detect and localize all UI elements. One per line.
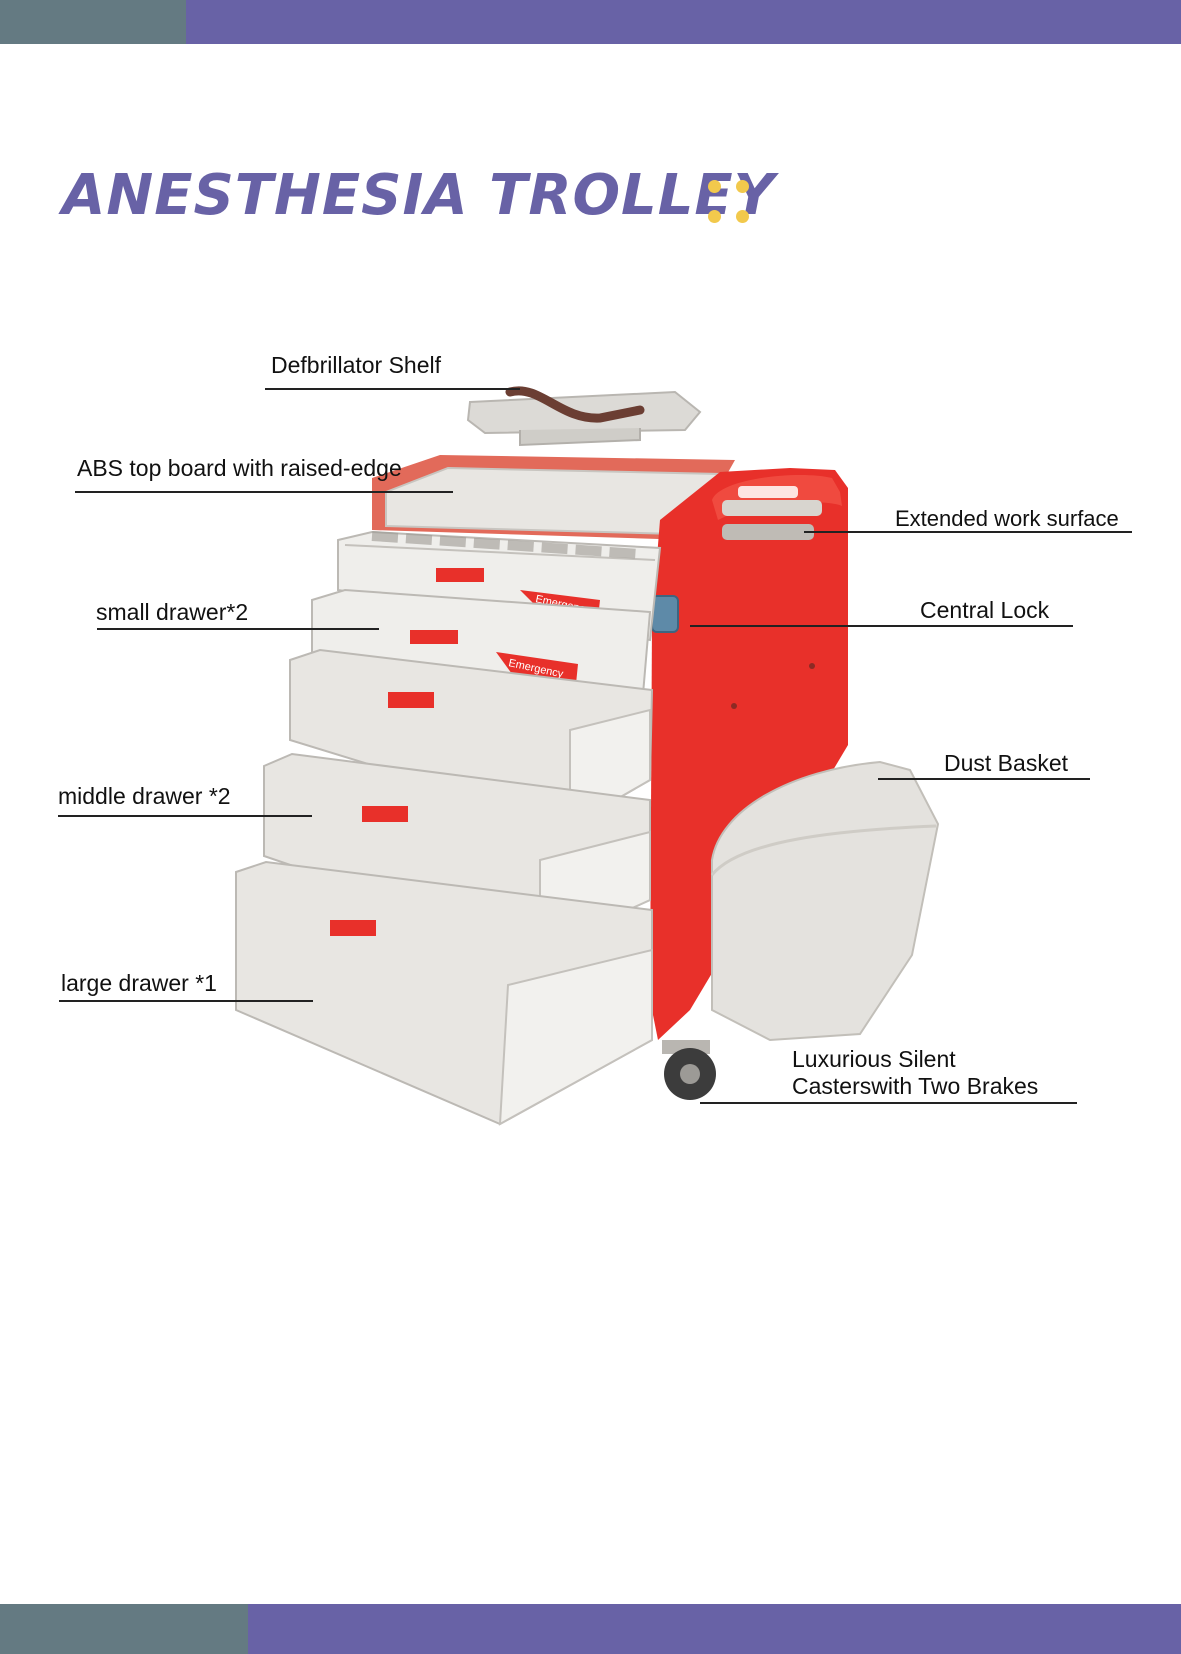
leader-casters — [700, 1102, 1077, 1104]
bottom-band-purple-segment — [248, 1604, 1181, 1654]
leader-dust-basket — [878, 778, 1090, 780]
large-drawer-shape — [235, 860, 653, 1126]
leader-abs-top-board — [75, 491, 453, 493]
defibrillator-shelf-shape — [466, 386, 702, 447]
decorative-dots-icon — [708, 180, 758, 230]
red-side-panel-shape — [650, 468, 848, 1040]
callout-dust-basket: Dust Basket — [944, 750, 1068, 776]
abs-top-board-shape — [372, 455, 735, 540]
leader-extended-work-surface — [804, 531, 1132, 533]
central-lock-shape — [651, 595, 679, 633]
leader-middle-drawer — [58, 815, 312, 817]
callout-casters-line2: Casterswith Two Brakes — [792, 1073, 1039, 1099]
callout-defibrillator-shelf: Defbrillator Shelf — [271, 352, 442, 378]
callout-middle-drawer: middle drawer *2 — [58, 783, 231, 809]
top-band-grey-segment — [0, 0, 186, 44]
leader-small-drawer — [97, 628, 379, 630]
top-band-purple-segment — [186, 0, 1181, 44]
top-color-band — [0, 0, 1181, 44]
leader-central-lock — [690, 625, 1073, 627]
caster-wheel-shape — [662, 1040, 716, 1100]
callout-large-drawer: large drawer *1 — [61, 970, 217, 996]
leader-defibrillator-shelf — [265, 388, 520, 390]
callout-central-lock: Central Lock — [920, 597, 1050, 623]
small-drawer-2-shape: Emergency — [311, 588, 652, 708]
callout-abs-top-board: ABS top board with raised-edge — [77, 455, 402, 481]
page-title: ANESTHESIA TROLLEY — [62, 163, 776, 228]
bottom-color-band — [0, 1604, 1181, 1654]
bottom-band-grey-segment — [0, 1604, 248, 1654]
callout-extended-work-surface: Extended work surface — [895, 506, 1119, 531]
dust-basket-shape — [710, 760, 940, 1042]
leader-large-drawer — [59, 1000, 313, 1002]
callout-small-drawer: small drawer*2 — [96, 599, 249, 625]
callout-casters-line1: Luxurious Silent — [792, 1046, 956, 1072]
